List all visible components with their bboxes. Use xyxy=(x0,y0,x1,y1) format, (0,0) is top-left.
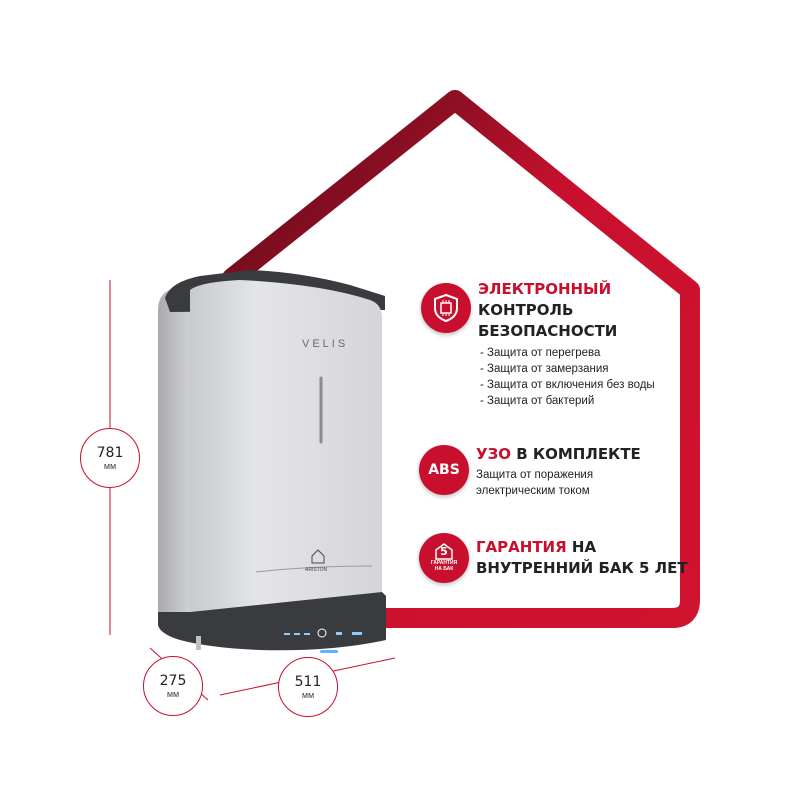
depth-value: 275 xyxy=(159,672,187,689)
list-item: - Защита от бактерий xyxy=(480,395,595,407)
house-outline xyxy=(222,90,700,628)
feature-1-title-line2: КОНТРОЛЬ xyxy=(478,301,574,319)
width-value: 511 xyxy=(294,673,322,690)
width-dimension: 511 мм xyxy=(278,657,338,717)
height-dimension: 781 мм xyxy=(80,428,140,488)
feature-3-title-line2: ВНУТРЕННИЙ БАК 5 ЛЕТ xyxy=(476,559,688,577)
heater-side xyxy=(158,285,190,640)
width-unit: мм xyxy=(301,689,315,700)
feature-2-desc-line2: электрическим током xyxy=(476,485,590,497)
height-value: 781 xyxy=(96,444,124,461)
model-logo: VELIS xyxy=(302,338,349,350)
heater-bottom-band xyxy=(158,592,386,651)
status-led-strip xyxy=(320,650,338,653)
feature-3-title-line1: ГАРАНТИЯ НА xyxy=(476,538,597,556)
feature-2-title: УЗО В КОМПЛЕКТЕ xyxy=(476,445,641,463)
brand-line xyxy=(255,565,373,573)
depth-dimension: 275 мм xyxy=(143,656,203,716)
feature-2-desc-line1: Защита от поражения xyxy=(476,469,594,481)
brand-logo: ARISTON xyxy=(305,567,328,573)
control-panel xyxy=(284,628,362,638)
chip-shield-icon xyxy=(421,283,471,333)
abs-badge: ABS xyxy=(419,445,469,495)
height-unit: мм xyxy=(103,460,117,471)
feature-1-title-line3: БЕЗОПАСНОСТИ xyxy=(478,322,618,340)
heater-pipe xyxy=(196,636,201,650)
heater-front-body xyxy=(190,280,382,612)
list-item: - Защита от замерзания xyxy=(480,363,609,375)
feature-1-list: - Защита от перегрева - Защита от замерз… xyxy=(480,345,655,409)
warranty-house-icon: 5 ГАРАНТИЯ НА БАК xyxy=(419,533,469,583)
feature-1-title-red: ЭЛЕКТРОННЫЙ xyxy=(478,280,612,298)
list-item: - Защита от перегрева xyxy=(480,347,601,359)
brand-house-icon xyxy=(311,549,325,564)
depth-unit: мм xyxy=(166,688,180,699)
list-item: - Защита от включения без воды xyxy=(480,379,655,391)
